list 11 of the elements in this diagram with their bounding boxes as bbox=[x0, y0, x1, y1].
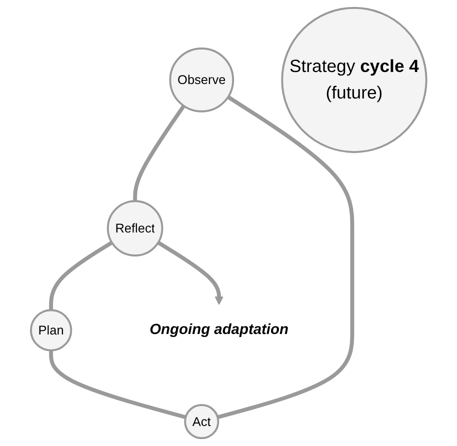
node-circle: Strategy cycle 4 (future) bbox=[280, 6, 428, 154]
node-circle: Observe bbox=[169, 48, 234, 112]
connector bbox=[48, 350, 186, 420]
node-circle: Act bbox=[184, 404, 220, 440]
connector bbox=[48, 240, 113, 310]
node-circle: Reflect bbox=[106, 200, 164, 256]
connector bbox=[216, 95, 354, 420]
connector bbox=[132, 104, 186, 202]
node-circle: Plan bbox=[30, 309, 72, 352]
arrow bbox=[157, 240, 224, 305]
node-text: Ongoing adaptation bbox=[149, 321, 288, 338]
